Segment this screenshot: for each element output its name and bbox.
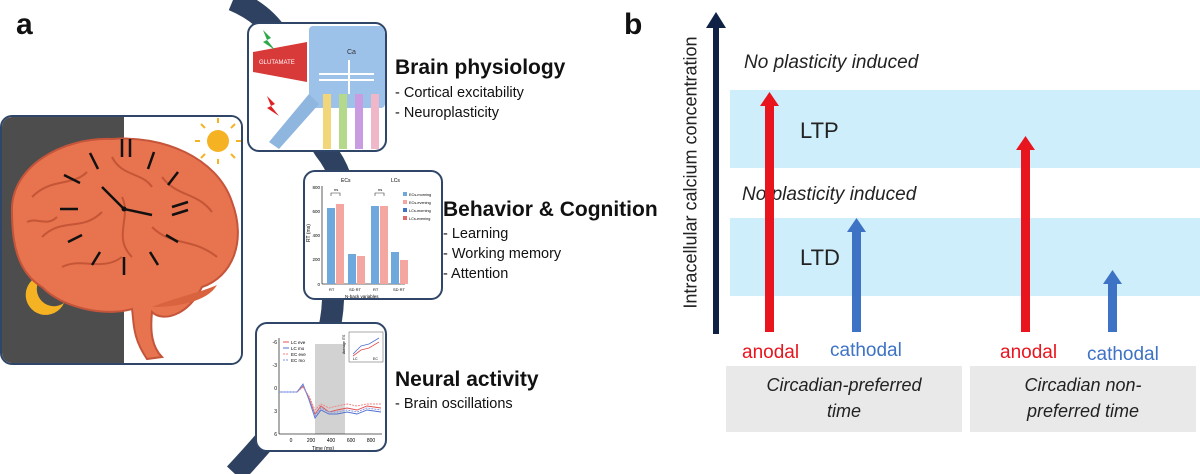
bar (327, 208, 335, 284)
group-label-ecs: ECs (341, 178, 351, 184)
panel-b-letter: b (624, 8, 643, 41)
anodal-arrow-nonpreferred (1016, 136, 1035, 332)
ltp-label: LTP (800, 118, 839, 143)
sun-icon (195, 118, 241, 164)
calcium-label: Ca (347, 49, 356, 56)
panel-a-letter: a (16, 8, 33, 41)
erp-xtick: 200 (307, 438, 316, 444)
ltp-band (730, 90, 1200, 168)
y-axis-arrow (706, 12, 726, 334)
time-box-line: Circadian non- (1024, 375, 1142, 395)
section-title: Neural activity (395, 368, 539, 391)
cathodal-arrow-nonpreferred (1103, 270, 1122, 332)
cathodal-arrow-preferred (847, 218, 866, 332)
bar-ytick: 200 (312, 257, 320, 262)
erp-ytick: 3 (274, 409, 277, 415)
section-item: - Brain oscillations (395, 396, 513, 412)
section-item: - Working memory (443, 246, 562, 262)
no-plasticity-top: No plasticity induced (744, 52, 919, 73)
section-item: - Learning (443, 226, 509, 242)
bar-xlabel: SD RT (393, 287, 405, 292)
glutamate-label: GLUTAMATE (259, 60, 295, 66)
bar-legend: LCs-morning (409, 209, 431, 213)
erp-xtick: 800 (367, 438, 376, 444)
bar (391, 252, 399, 284)
bar-ylabel: RT (ms) (306, 224, 312, 242)
bar-legend: ECs-evening (409, 201, 431, 205)
inset-xlabel: LC (353, 357, 358, 361)
nback-bar-chart-card: ECs LCs RT (ms) 800 600 400 200 0 ns ns … (303, 170, 443, 300)
inset-xlabel: EC (373, 357, 378, 361)
section-neural-activity: Neural activity - Brain oscillations (395, 368, 539, 414)
ltd-band (730, 218, 1200, 296)
erp-plot: -6 -3 0 3 6 LC eve LC mo EC eve EC mo Av… (273, 331, 384, 452)
section-title: Behavior & Cognition (443, 198, 658, 221)
erp-legend: EC eve (291, 352, 306, 357)
time-box-line: time (826, 401, 861, 421)
erp-legend: LC mo (291, 346, 305, 351)
neuron-synapse-card: GLUTAMATE Ca (247, 22, 387, 152)
bar-xlabel: RT (373, 287, 379, 292)
bar-ytick: 600 (312, 209, 320, 214)
stim-label-anodal: anodal (742, 342, 800, 363)
section-item: - Neuroplasticity (395, 105, 499, 121)
bar (380, 206, 388, 284)
section-brain-physiology: Brain physiology - Cortical excitability… (395, 56, 565, 123)
section-behavior-cognition: Behavior & Cognition - Learning - Workin… (443, 198, 658, 284)
bar-axis-title: N-back variables (345, 294, 379, 299)
bar-ytick: 400 (312, 233, 320, 238)
anodal-arrow-preferred (760, 92, 779, 332)
sig-label: ns (334, 187, 338, 192)
erp-legend: EC mo (291, 358, 305, 363)
erp-ytick: 6 (274, 432, 277, 438)
erp-ytick: 0 (274, 386, 277, 392)
bar (400, 260, 408, 284)
arrows-layer (706, 12, 1122, 334)
time-box-line: Circadian-preferred (766, 375, 922, 395)
moon-icon (25, 275, 64, 315)
erp-axis-title: Time (ms) (312, 446, 335, 452)
stim-label-cathodal: cathodal (830, 340, 902, 361)
erp-xtick: 0 (290, 438, 293, 444)
bar (371, 206, 379, 284)
bar-ytick: 800 (312, 185, 320, 190)
lightning-green-icon (263, 30, 275, 50)
brain-clock-illustration (2, 117, 241, 363)
sig-label: ns (378, 187, 382, 192)
bar (348, 254, 356, 284)
section-item: - Cortical excitability (395, 85, 524, 101)
time-box-nonpreferred: Circadian non- preferred time (970, 366, 1196, 432)
bar-xlabel: SD RT (349, 287, 361, 292)
synapse-diagram: GLUTAMATE Ca (253, 26, 385, 149)
bar-legend: LCs-evening (409, 217, 430, 221)
section-title: Brain physiology (395, 56, 566, 79)
inset-label: Average ITS (342, 334, 346, 354)
bar-xlabel: RT (329, 287, 335, 292)
bar (357, 256, 365, 284)
ltd-label: LTD (800, 245, 840, 270)
bar (336, 204, 344, 284)
bar-ytick: 0 (317, 282, 320, 287)
lightning-red-icon (267, 96, 279, 116)
time-box-preferred: Circadian-preferred time (726, 366, 962, 432)
erp-xtick: 600 (347, 438, 356, 444)
time-box-line: preferred time (1026, 401, 1140, 421)
erp-ytick: -3 (273, 363, 278, 369)
erp-xtick: 400 (327, 438, 336, 444)
no-plasticity-mid: No plasticity induced (742, 184, 917, 205)
group-label-lcs: LCs (391, 178, 400, 184)
erp-ytick: -6 (273, 340, 278, 346)
erp-legend: LC eve (291, 340, 306, 345)
erp-plot-card: -6 -3 0 3 6 LC eve LC mo EC eve EC mo Av… (255, 322, 387, 452)
bar-legend: ECs-morning (409, 193, 431, 197)
nback-bar-chart: ECs LCs RT (ms) 800 600 400 200 0 ns ns … (306, 178, 431, 299)
section-item: - Attention (443, 266, 509, 282)
stim-label-anodal: anodal (1000, 342, 1058, 363)
brain-clock-card (0, 115, 243, 365)
stim-label-cathodal: cathodal (1087, 344, 1159, 365)
